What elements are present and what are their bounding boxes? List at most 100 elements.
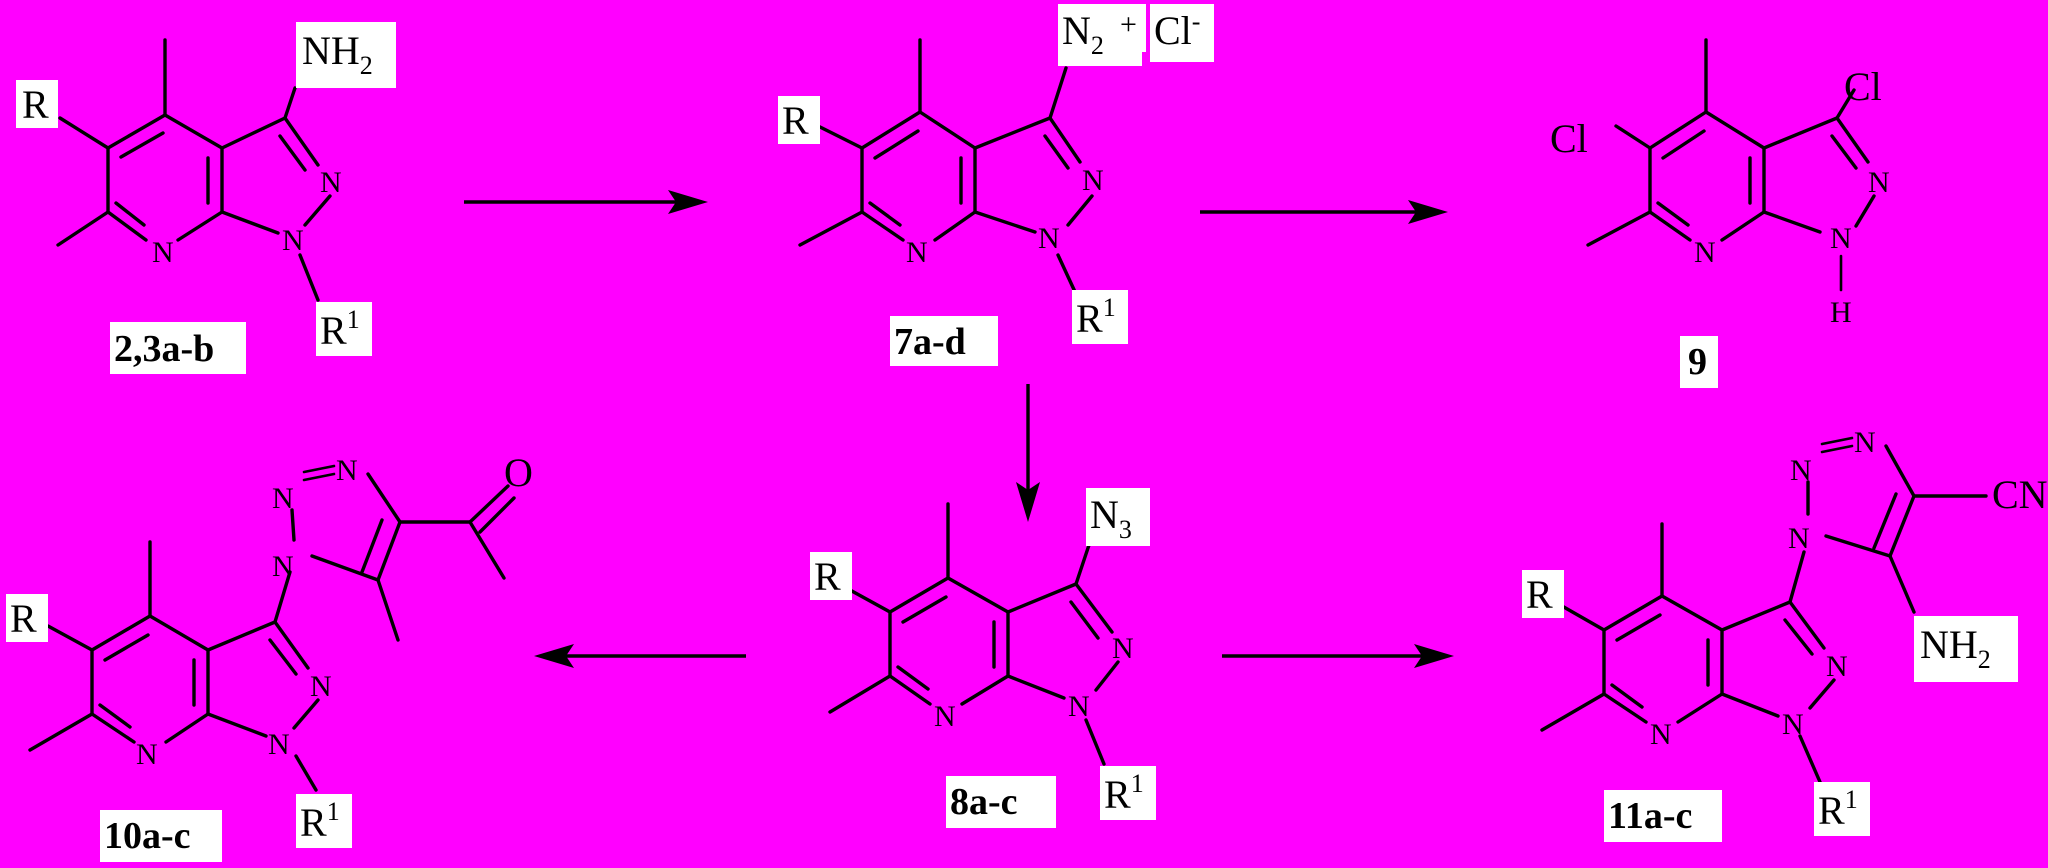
atom-nh2: NH2 <box>302 28 373 80</box>
atom-r1: R1 <box>1818 785 1858 833</box>
label-box-r1 <box>1100 766 1156 820</box>
atom-r: R <box>814 554 841 599</box>
n3-main: N <box>1090 492 1119 537</box>
atom-n-pyridine: N <box>136 738 158 771</box>
atom-azide: N3 <box>1090 492 1132 544</box>
atom-r: R <box>1526 572 1553 617</box>
label-box-compound-10a-c <box>100 810 222 862</box>
r1-superscript: 1 <box>1131 769 1144 798</box>
atom-triazole-n3: N <box>1854 426 1876 459</box>
cl-charge-minus: - <box>1192 7 1201 36</box>
molecule-8a-c: R N3 N N N R1 8a-c <box>810 488 1156 828</box>
atom-o-carbonyl: O <box>504 450 533 495</box>
atom-n1: N <box>1068 690 1090 723</box>
arrow-7-to-9 <box>1200 200 1448 224</box>
atom-n1: N <box>268 728 290 761</box>
compound-label-7a-d: 7a-d <box>894 321 966 363</box>
compound-label-10a-c: 10a-c <box>104 815 191 857</box>
label-box-nh2 <box>1914 616 2018 682</box>
atom-n-pyridine: N <box>152 236 174 269</box>
label-box-n3 <box>1086 488 1150 546</box>
bond-lines <box>28 464 516 792</box>
nh2-main: NH <box>1920 622 1978 667</box>
bond-lines <box>828 502 1120 766</box>
label-box-r <box>810 552 852 600</box>
bond-lines <box>798 38 1094 296</box>
label-box-plus <box>1116 4 1146 52</box>
r1-main: R <box>320 308 347 353</box>
atom-n2: N <box>1082 164 1104 197</box>
atom-diazonium: N2 <box>1062 8 1104 60</box>
atom-triazole-n2: N <box>1790 454 1812 487</box>
molecule-11a-c: R N N N N N N CN NH2 R1 11a-c <box>1522 426 2048 842</box>
label-box-nh2 <box>296 22 396 88</box>
label-box-compound-11a-c <box>1604 790 1722 842</box>
r1-main: R <box>300 800 327 845</box>
r1-superscript: 1 <box>347 305 360 334</box>
label-box-compound-7a-d <box>890 316 998 366</box>
label-box-r1 <box>1814 782 1870 836</box>
molecule-10a-c: R N N N N N N O R1 10a-c <box>6 450 533 862</box>
r1-superscript: 1 <box>1103 293 1116 322</box>
atom-n-pyridine: N <box>906 236 928 269</box>
label-box-r <box>16 80 58 128</box>
atom-n2: N <box>1112 632 1134 665</box>
chloride-counterion: Cl- <box>1154 7 1200 53</box>
label-box-r <box>778 96 820 144</box>
compound-label-9: 9 <box>1688 341 1707 383</box>
atom-cl-pyrazole: Cl <box>1844 64 1882 109</box>
arrow-8-to-10 <box>534 644 746 668</box>
molecule-2-3a-b: R NH2 N N N R1 2,3a-b <box>16 22 396 374</box>
compound-label-2-3a-b: 2,3a-b <box>114 328 214 370</box>
atom-r1: R1 <box>320 305 360 353</box>
atom-triazole-n3: N <box>336 454 358 487</box>
arrow-8-to-11 <box>1222 644 1454 668</box>
cl-main: Cl <box>1154 8 1192 53</box>
label-box-r1 <box>316 302 372 356</box>
r1-superscript: 1 <box>1845 785 1858 814</box>
n3-subscript: 3 <box>1119 515 1132 544</box>
n2-main: N <box>1062 8 1091 53</box>
label-box-r <box>1522 570 1564 618</box>
atom-cn: CN <box>1992 472 2048 517</box>
label-box-compound-9 <box>1680 336 1718 388</box>
atom-triazole-n2: N <box>272 482 294 515</box>
compound-label-8a-c: 8a-c <box>950 781 1018 823</box>
atom-r1: R1 <box>1104 769 1144 817</box>
label-box-r <box>6 594 48 642</box>
r1-main: R <box>1076 296 1103 341</box>
atom-n-pyridine: N <box>934 700 956 733</box>
atom-n-pyridine: N <box>1694 236 1716 269</box>
atom-triazole-n1: N <box>272 550 294 583</box>
atom-r1: R1 <box>1076 293 1116 341</box>
r1-main: R <box>1818 788 1845 833</box>
atom-h: H <box>1830 296 1852 329</box>
atom-n1: N <box>1782 708 1804 741</box>
n2-subscript: 2 <box>1091 31 1104 60</box>
diazonium-charge-plus: + <box>1120 8 1137 41</box>
label-box-compound-2-3a-b <box>110 322 246 374</box>
atom-triazole-n1: N <box>1788 522 1810 555</box>
atom-r: R <box>10 596 37 641</box>
nh2-main: NH <box>302 28 360 73</box>
label-box-chloride <box>1150 4 1214 62</box>
atom-n-pyridine: N <box>1650 718 1672 751</box>
nh2-subscript: 2 <box>1978 645 1991 674</box>
atom-n2: N <box>1826 650 1848 683</box>
atom-n2: N <box>310 670 332 703</box>
molecule-7a-d: R N2 + Cl- N N N R1 7a-d <box>778 4 1214 366</box>
bond-lines <box>1540 436 1988 784</box>
atom-r: R <box>782 98 809 143</box>
atom-n1: N <box>1830 222 1852 255</box>
nh2-subscript: 2 <box>360 51 373 80</box>
label-box-compound-8a-c <box>946 776 1056 828</box>
atom-cl-ring: Cl <box>1550 116 1588 161</box>
label-box-r1 <box>1072 290 1128 344</box>
atom-n1: N <box>282 224 304 257</box>
bond-lines <box>56 38 332 302</box>
molecule-9: Cl Cl N N N H 9 <box>1550 38 1890 388</box>
r1-superscript: 1 <box>327 797 340 826</box>
arrow-7-to-8 <box>1016 384 1040 522</box>
label-box-r1 <box>296 794 352 848</box>
